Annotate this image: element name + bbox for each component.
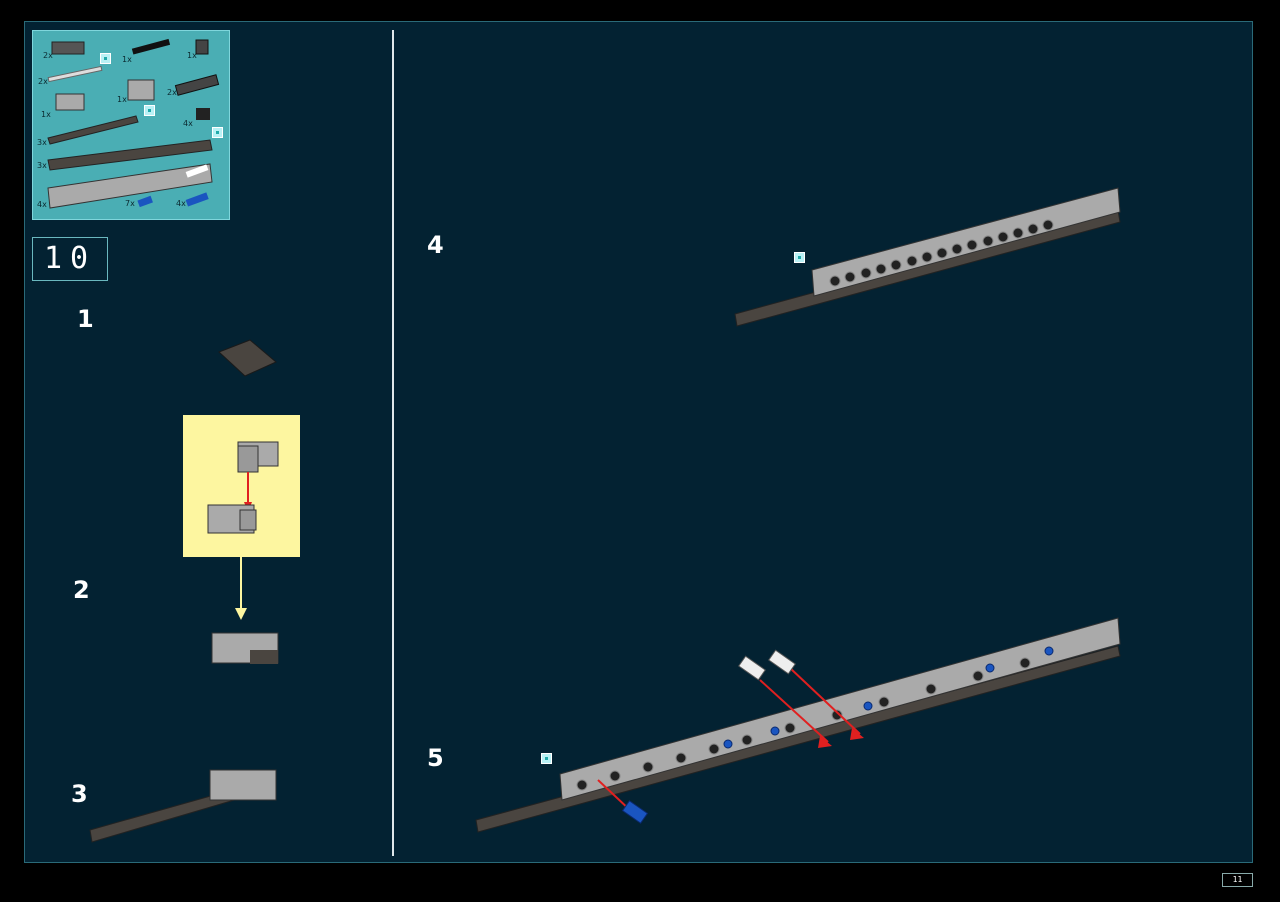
substep-1-number: 1 bbox=[77, 305, 94, 333]
part-marker-icon bbox=[541, 753, 552, 764]
substep-4-number: 4 bbox=[427, 231, 444, 259]
parts-qty: 4x bbox=[183, 119, 193, 128]
substep-2-number: 2 bbox=[73, 576, 90, 604]
parts-qty: 2x bbox=[43, 51, 53, 60]
step-number: 10 bbox=[32, 237, 108, 281]
substep-5-number: 5 bbox=[427, 744, 444, 772]
parts-qty: 3x bbox=[37, 161, 47, 170]
parts-qty: 2x bbox=[38, 77, 48, 86]
part-marker-icon bbox=[144, 105, 155, 116]
part-marker-icon bbox=[794, 252, 805, 263]
column-divider bbox=[392, 30, 394, 856]
parts-qty: 1x bbox=[117, 95, 127, 104]
parts-qty: 7x bbox=[125, 199, 135, 208]
parts-qty: 4x bbox=[37, 200, 47, 209]
callout-arrow-head bbox=[235, 608, 247, 620]
page-number: 11 bbox=[1222, 873, 1253, 887]
parts-qty: 4x bbox=[176, 199, 186, 208]
parts-qty: 1x bbox=[41, 110, 51, 119]
callout-arrow bbox=[240, 557, 242, 617]
parts-qty: 2x bbox=[167, 88, 177, 97]
parts-illustrations bbox=[47, 38, 220, 209]
part-marker-icon bbox=[100, 53, 111, 64]
parts-qty: 1x bbox=[122, 55, 132, 64]
substep-3-number: 3 bbox=[71, 780, 88, 808]
parts-qty: 3x bbox=[37, 138, 47, 147]
parts-qty: 1x bbox=[187, 51, 197, 60]
part-marker-icon bbox=[212, 127, 223, 138]
